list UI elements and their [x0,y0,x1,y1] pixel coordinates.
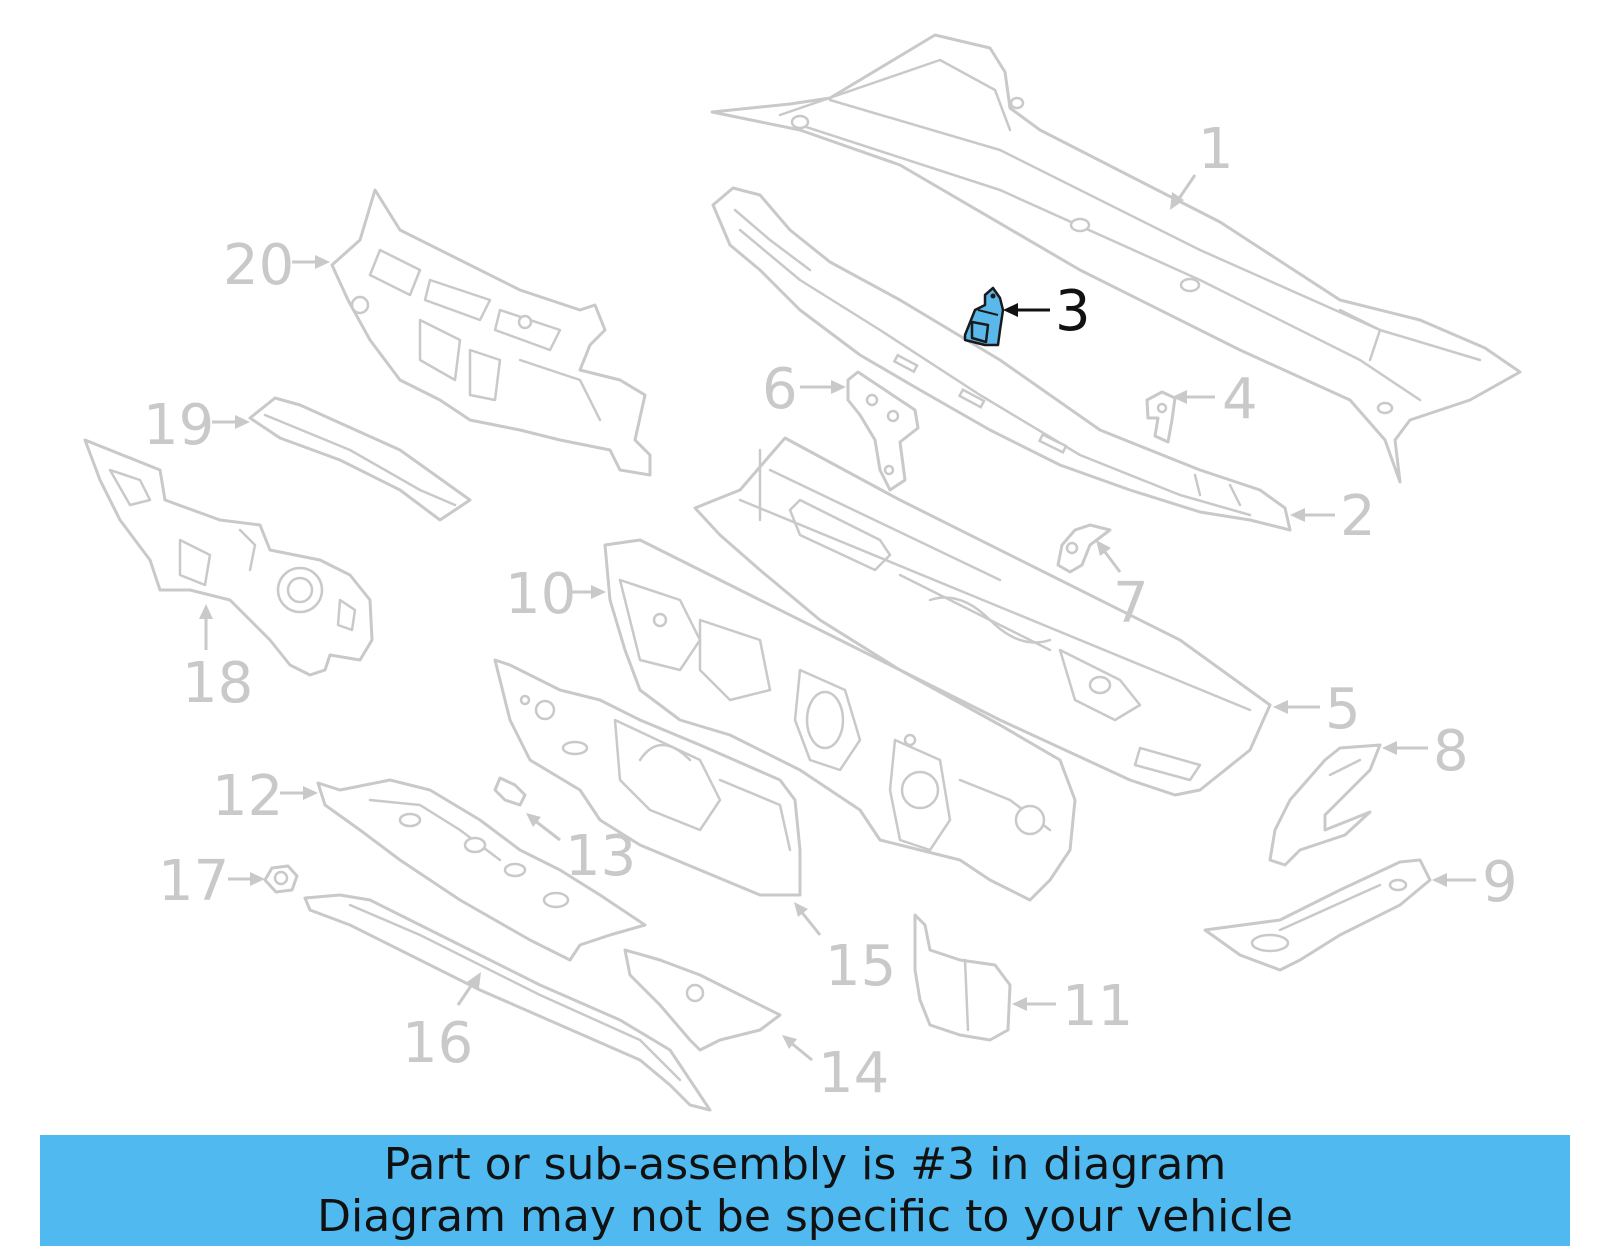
part-10-dash-panel[interactable] [603,538,1077,902]
banner-line-1: Part or sub-assembly is #3 in diagram [383,1138,1227,1190]
callout-2: 2 [1290,484,1376,549]
callout-15: 15 [794,902,896,999]
banner-line-2: Diagram may not be specific to your vehi… [317,1190,1293,1242]
callout-18: 18 [182,604,253,716]
callout-20: 20 [223,233,330,298]
callout-label-7: 7 [1113,571,1149,636]
part-14-bracket-panel[interactable] [623,948,782,1052]
callout-label-10: 10 [505,562,576,627]
callout-19: 19 [143,393,250,458]
callout-11: 11 [1012,974,1133,1039]
callout-label-11: 11 [1062,974,1133,1039]
callout-label-9: 9 [1482,850,1518,915]
part-11-bracket[interactable] [913,913,1012,1042]
callout-5: 5 [1273,677,1361,742]
part-3-bracket-highlighted[interactable] [963,286,1005,347]
part-4-bracket[interactable] [1145,390,1177,444]
callout-label-2: 2 [1340,484,1376,549]
callout-label-6: 6 [762,357,798,422]
callout-label-1: 1 [1198,117,1234,182]
callout-7: 7 [1096,540,1149,636]
callout-label-14: 14 [818,1041,889,1106]
callout-16: 16 [402,972,481,1076]
part-9-angled-panel[interactable] [1203,858,1432,972]
callout-17: 17 [158,849,265,914]
part-20-dash-panel-upper[interactable] [330,188,652,477]
callout-label-3: 3 [1055,279,1091,344]
callout-label-18: 18 [182,651,253,716]
callout-label-13: 13 [565,824,636,889]
callout-label-20: 20 [223,233,294,298]
callout-label-4: 4 [1222,367,1258,432]
part-13-clip[interactable] [493,776,527,807]
part-12-cross-member[interactable] [316,778,647,962]
part-6-bracket[interactable] [846,370,920,492]
callout-label-17: 17 [158,849,229,914]
callout-3: 3 [1003,279,1091,344]
callout-label-12: 12 [212,764,283,829]
part-7-bracket[interactable] [1056,523,1112,574]
part-2-cowl-reinforcement[interactable] [711,186,1292,532]
callout-label-5: 5 [1325,677,1361,742]
part-16-rail[interactable] [303,893,712,1112]
part-19-reinforcement-strip[interactable] [248,396,472,522]
callout-label-19: 19 [143,393,214,458]
callout-label-8: 8 [1433,719,1469,784]
callout-12: 12 [212,764,318,829]
part-17-nut[interactable] [263,864,299,894]
part-15-dash-lower-panel[interactable] [493,658,802,897]
callout-6: 6 [762,357,846,422]
callout-4: 4 [1172,367,1258,432]
part-18-dash-insulator[interactable] [83,438,374,677]
callout-14: 14 [782,1035,889,1106]
callout-9: 9 [1432,850,1518,915]
callout-label-16: 16 [402,1011,473,1076]
info-banner: Part or sub-assembly is #3 in diagram Di… [40,1135,1570,1246]
callout-label-15: 15 [825,934,896,999]
callout-1: 1 [1170,117,1234,210]
callout-10: 10 [505,562,606,627]
callout-13: 13 [526,813,636,889]
part-5-lower-cowl-panel[interactable] [693,436,1272,797]
callout-8: 8 [1382,719,1469,784]
part-1-cowl-top-panel[interactable] [710,33,1522,484]
part-8-side-bracket[interactable] [1268,743,1382,867]
